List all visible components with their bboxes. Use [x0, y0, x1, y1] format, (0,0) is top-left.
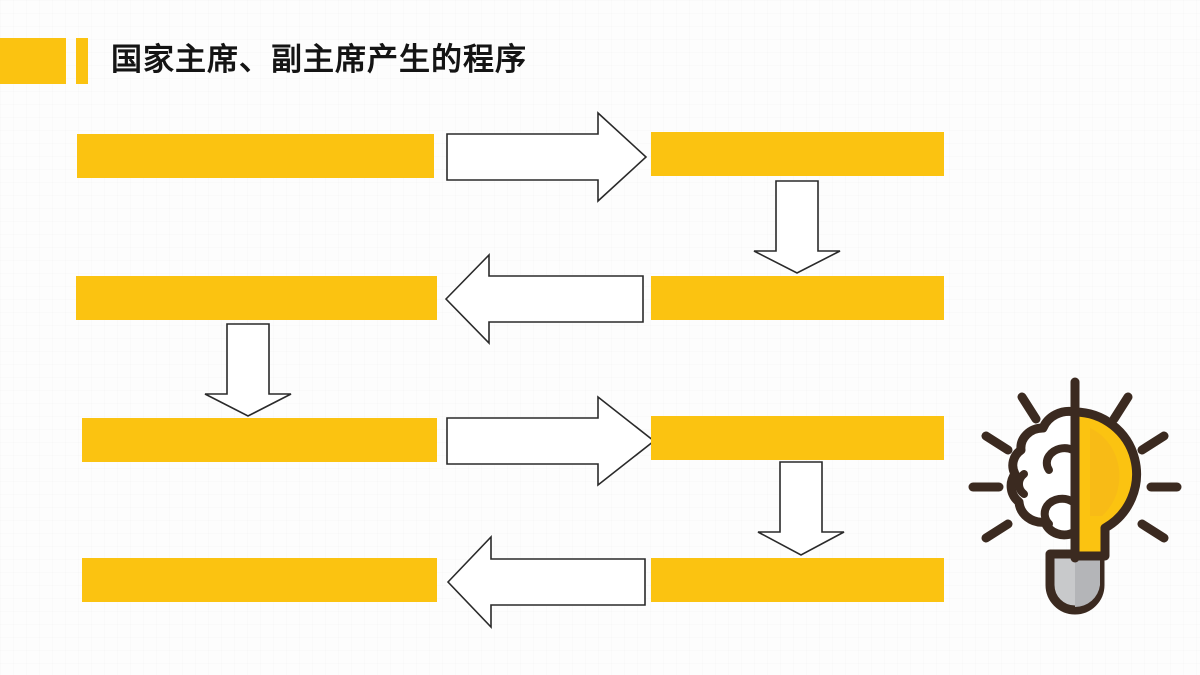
- flow-box-4[interactable]: [76, 276, 437, 320]
- bulb-ray-upper-right: [1109, 392, 1133, 424]
- bulb-rays-group: [968, 377, 1182, 543]
- flow-box-7[interactable]: [651, 558, 944, 602]
- bulb-brain-folds: [1014, 444, 1077, 528]
- brain-lightbulb-icon: [960, 370, 1190, 620]
- arrow-right-1: [446, 111, 648, 203]
- bulb-ray-mid-upper-left: [981, 431, 1013, 455]
- title-accent-tick: [76, 38, 88, 84]
- bulb-ray-lower-left: [981, 519, 1013, 543]
- flow-box-8[interactable]: [82, 558, 437, 602]
- flow-box-3[interactable]: [651, 276, 944, 320]
- bulb-glass-right: [1070, 407, 1142, 561]
- arrow-down-3: [756, 461, 846, 557]
- bulb-ray-mid-upper-right: [1137, 431, 1169, 455]
- flow-box-1[interactable]: [77, 134, 434, 178]
- bulb-ray-lower-right: [1137, 519, 1169, 543]
- arrow-down-2: [203, 323, 293, 418]
- arrow-down-1: [752, 180, 842, 275]
- flow-box-2[interactable]: [651, 132, 944, 176]
- arrow-left-2: [446, 535, 647, 629]
- bulb-ray-upper-left: [1017, 392, 1041, 424]
- arrow-left-1: [444, 253, 645, 345]
- arrow-right-2: [446, 395, 656, 487]
- flow-box-6[interactable]: [651, 416, 944, 460]
- flow-box-5[interactable]: [82, 418, 437, 462]
- bulb-base: [1045, 549, 1105, 615]
- page-title: 国家主席、副主席产生的程序: [111, 42, 527, 77]
- title-accent-square: [0, 38, 66, 84]
